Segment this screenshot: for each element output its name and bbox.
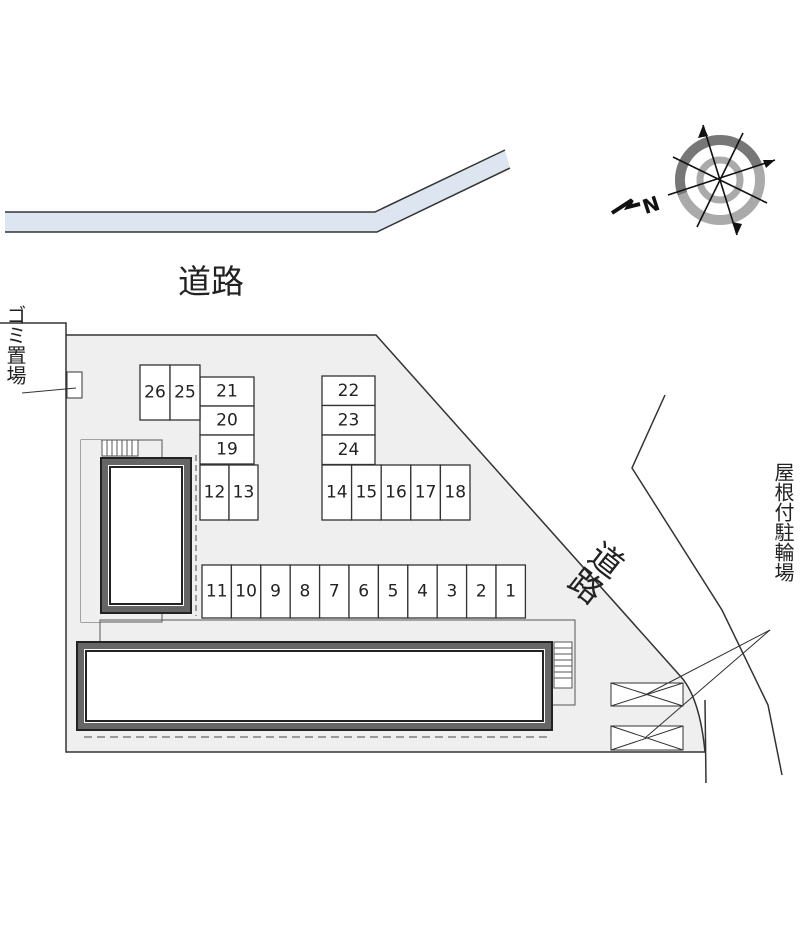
parking-space-number: 11 (206, 582, 228, 602)
parking-space-number: 7 (329, 582, 340, 602)
bike-parking-label: 屋根付駐輪場 (771, 462, 795, 582)
parking-space-number: 25 (174, 383, 196, 403)
parking-space (318, 564, 350, 619)
parking-space-number: 2 (476, 582, 487, 602)
parking-space-number: 19 (216, 440, 238, 460)
parking-space-number: 12 (204, 483, 226, 503)
bike-parking (610, 629, 771, 751)
parking-space-number: 6 (358, 582, 369, 602)
parking-space-number: 17 (415, 483, 437, 503)
parking-space-number: 21 (216, 382, 238, 402)
road-top (5, 150, 510, 232)
parking-space (439, 464, 471, 521)
parking-space-number: 4 (417, 582, 428, 602)
parking-space-number: 22 (338, 381, 360, 401)
parking-space (199, 376, 255, 407)
parking-space-number: 14 (326, 483, 348, 503)
parking-space-number: 24 (338, 440, 360, 460)
road-top-edge (5, 149, 511, 233)
garbage-label: ゴミ置場 (3, 305, 27, 385)
parking-space-number: 1 (505, 582, 516, 602)
parking-space-number: 15 (356, 483, 378, 503)
parking-space (199, 434, 255, 465)
parking-space (321, 434, 376, 466)
parking-space-number: 3 (446, 582, 457, 602)
parking-space (199, 405, 255, 436)
parking-space-number: 26 (144, 383, 166, 403)
parking-space (260, 564, 291, 619)
parking-space-number: 5 (388, 582, 399, 602)
parking-space (348, 564, 380, 619)
parking-space-number: 18 (444, 483, 466, 503)
parking-space (377, 564, 409, 619)
parking-space-number: 8 (299, 582, 310, 602)
parking-space (436, 564, 468, 619)
parking-space (199, 464, 230, 521)
parking-space (380, 464, 412, 521)
parking-space-number: 23 (338, 410, 360, 430)
north-label: N (639, 191, 662, 219)
road-right-edge (631, 394, 783, 776)
compass-icon: N (610, 124, 776, 236)
parking-space-number: 20 (216, 411, 238, 431)
parking-space (289, 564, 321, 619)
parking-space (228, 464, 259, 521)
site-left-boundary (0, 322, 67, 335)
parking-space (169, 364, 201, 421)
stairs-icon (553, 641, 573, 689)
garbage-station (66, 371, 83, 399)
stairs-icon (101, 439, 139, 457)
parking-space (495, 564, 527, 619)
parking-space (407, 564, 438, 619)
parking-space-number: 9 (270, 582, 281, 602)
road-top-label: 道路 (178, 262, 244, 301)
parking-space-number: 16 (385, 483, 407, 503)
parking-space-number: 13 (233, 483, 255, 503)
parking-space (410, 464, 442, 521)
parking-space (321, 375, 376, 407)
parking-space (350, 464, 382, 521)
parking-space (201, 564, 233, 619)
parking-space-number: 10 (235, 582, 257, 602)
